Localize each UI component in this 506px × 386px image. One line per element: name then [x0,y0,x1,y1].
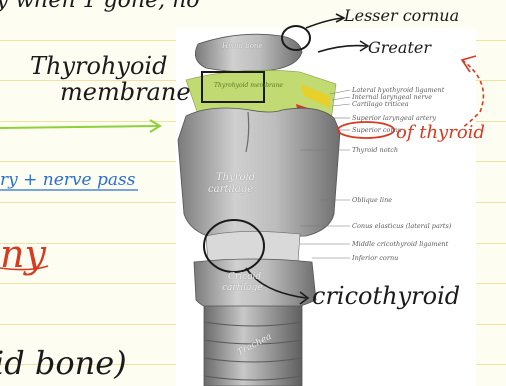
plate-label-inferior-cornu: Inferior cornu [352,254,398,262]
plate-label-conus-elasticus: Conus elasticus (lateral parts) [352,222,451,230]
thyroid-cartilage-label-2: cartilage [208,184,253,195]
note-partial-word: ny [0,232,46,276]
red-dashed-arc [462,60,483,128]
plate-label-superior-laryngeal-artery: Superior laryngeal artery [352,114,436,122]
note-bottom-fragment: id bone) [0,344,127,382]
note-top-left-fragment: y when 1 gone, no [0,0,200,13]
note-membrane: membrane [60,78,191,106]
thyroid-cartilage-shape [178,108,340,238]
thyroid-cartilage-label-1: Thyroid [216,172,255,183]
cricoid-cartilage-label-1: Cricoid [228,272,261,282]
note-cricothyroid: cricothyroid [312,282,460,310]
plate-label-superior-cornu: Superior cornu [352,126,402,134]
note-of-thyroid: of thyroid [396,122,485,143]
cricoid-cartilage-label-2: cartilage [222,283,263,293]
lesser-cornua-arrow [306,18,342,28]
note-thyrohyoid: Thyrohyoid [30,52,167,80]
thyrohyoid-membrane-caption: Thyrohyoid membrane [214,82,283,89]
plate-label-middle-cricothyroid: Middle cricothyroid ligament [352,240,448,248]
note-lesser-cornua: Lesser cornua [344,6,459,25]
note-nerve-pass: ry + nerve pass [0,170,135,190]
hyoid-bone-label: Hyoid bone [222,42,263,50]
hyoid-bone-shape [195,34,302,71]
plate-label-cartilago-triticea: Cartilago triticea [352,100,409,108]
note-greater: Greater [368,38,431,57]
plate-label-thyroid-notch: Thyroid notch [352,146,398,154]
plate-label-oblique-line: Oblique line [352,196,392,204]
highlight-arrow [0,126,158,128]
greater-arrow [318,46,366,52]
